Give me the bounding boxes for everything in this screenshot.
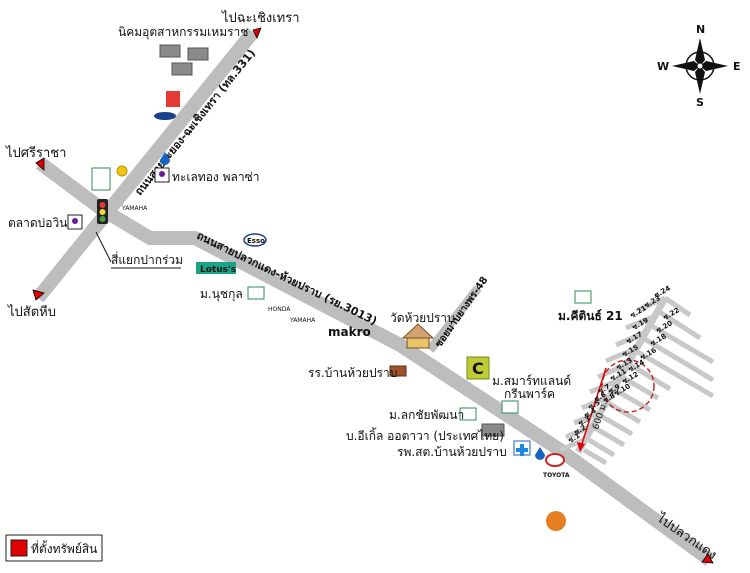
compass-s: S — [696, 96, 704, 109]
eagle-factory-icon — [481, 423, 505, 437]
compass-rose-icon — [672, 38, 728, 94]
road-soi-48 — [426, 285, 482, 353]
gas-station-icon — [160, 152, 170, 165]
kiti-village-icon — [574, 290, 592, 304]
lotus-logo-icon — [196, 262, 236, 274]
lakchai-village-icon — [459, 407, 477, 421]
arrow-sattahip-icon — [32, 289, 45, 301]
temple-icon — [401, 323, 435, 349]
brand-c-logo-icon — [466, 356, 490, 380]
toyota-label: TOYOTA — [543, 472, 570, 479]
brand-c-letter-icon: C — [472, 359, 484, 378]
lotus-label: Lotus's — [200, 265, 236, 275]
arrow-chachoengsao-icon — [252, 27, 262, 39]
factory-icon — [159, 44, 209, 76]
traffic-light-icon — [97, 199, 108, 224]
honda-logo: HONDA — [268, 306, 291, 313]
esso-logo-icon — [243, 233, 267, 247]
dir-pluakdaeng: ไปปลวกแดง — [653, 510, 720, 563]
dir-sriracha: ไปศรีราชา — [5, 145, 66, 161]
dir-sattahip: ไปสัตหีบ — [7, 304, 56, 320]
smartland-label-2: กรีนพาร์ค — [504, 387, 555, 401]
smartland-village-icon — [501, 400, 519, 414]
dir-chachoengsao: ไปฉะเชิงเทรา — [221, 10, 300, 26]
kiti-label: ม.คีตินธ์ 21 — [558, 309, 623, 323]
tasetong-label: ทะเลทอง พลาซ่า — [172, 170, 260, 184]
store-logo-icon — [91, 167, 111, 191]
village-icon — [247, 286, 265, 300]
esso-label: Esso — [247, 237, 265, 245]
property-area-circle — [601, 359, 655, 413]
direction-arrows — [32, 27, 714, 564]
compass-e: E — [733, 60, 741, 73]
legend-label: ที่ตั้งทรัพย์สิน — [31, 540, 97, 556]
road-network — [32, 27, 715, 566]
soi-branches — [559, 295, 715, 466]
gas-station-2-icon — [535, 447, 545, 460]
yamaha-logo-1: YAMAHA — [121, 205, 148, 212]
school-icon — [389, 365, 407, 377]
compass-w: W — [657, 60, 669, 73]
road-331 — [32, 27, 259, 303]
industrial-label: นิคมอุตสาหกรรมเหมราช — [118, 25, 248, 40]
arrow-pluakdaeng-icon — [701, 553, 714, 564]
market-dot-icon — [72, 218, 78, 224]
smartland-label-1: ม.สมาร์ทแลนด์ — [492, 374, 571, 388]
yamaha-logo-2: YAMAHA — [289, 317, 316, 324]
distance-arrow — [579, 367, 607, 451]
nuchakol-label: ม.นุชกุล — [200, 287, 243, 302]
dm-logo-icon — [546, 511, 566, 531]
distance-arrowhead-icon — [577, 442, 585, 452]
lakchai-label: ม.ลกชัยพัฒนา — [389, 408, 464, 422]
school-label: รร.บ้านห้วยปราบ — [308, 366, 397, 380]
arrow-sriracha-icon — [35, 157, 45, 171]
shell-logo-icon — [116, 165, 128, 177]
temple-label: วัดห้วยปราบ — [390, 311, 455, 325]
legend — [5, 534, 103, 562]
brand-logo-icon — [154, 91, 180, 120]
hospital-cross-icon — [516, 444, 528, 456]
plaza-dot-icon — [159, 171, 165, 177]
eagle-label: บ.อีเกิ้ล ออตาวา (ประเทศไทย) — [346, 427, 504, 443]
toyota-logo-icon — [545, 453, 565, 467]
junction-pointer — [95, 231, 112, 263]
hospital-label: รพ.สต.บ้านห้วยปราบ — [397, 445, 507, 459]
junction-label: สี่แยกปากร่วม — [111, 251, 183, 267]
makro-label: makro — [328, 325, 371, 339]
legend-swatch-icon — [10, 539, 28, 557]
market-label: ตลาดบ่อวิน — [8, 216, 67, 230]
compass-n: N — [696, 23, 705, 36]
